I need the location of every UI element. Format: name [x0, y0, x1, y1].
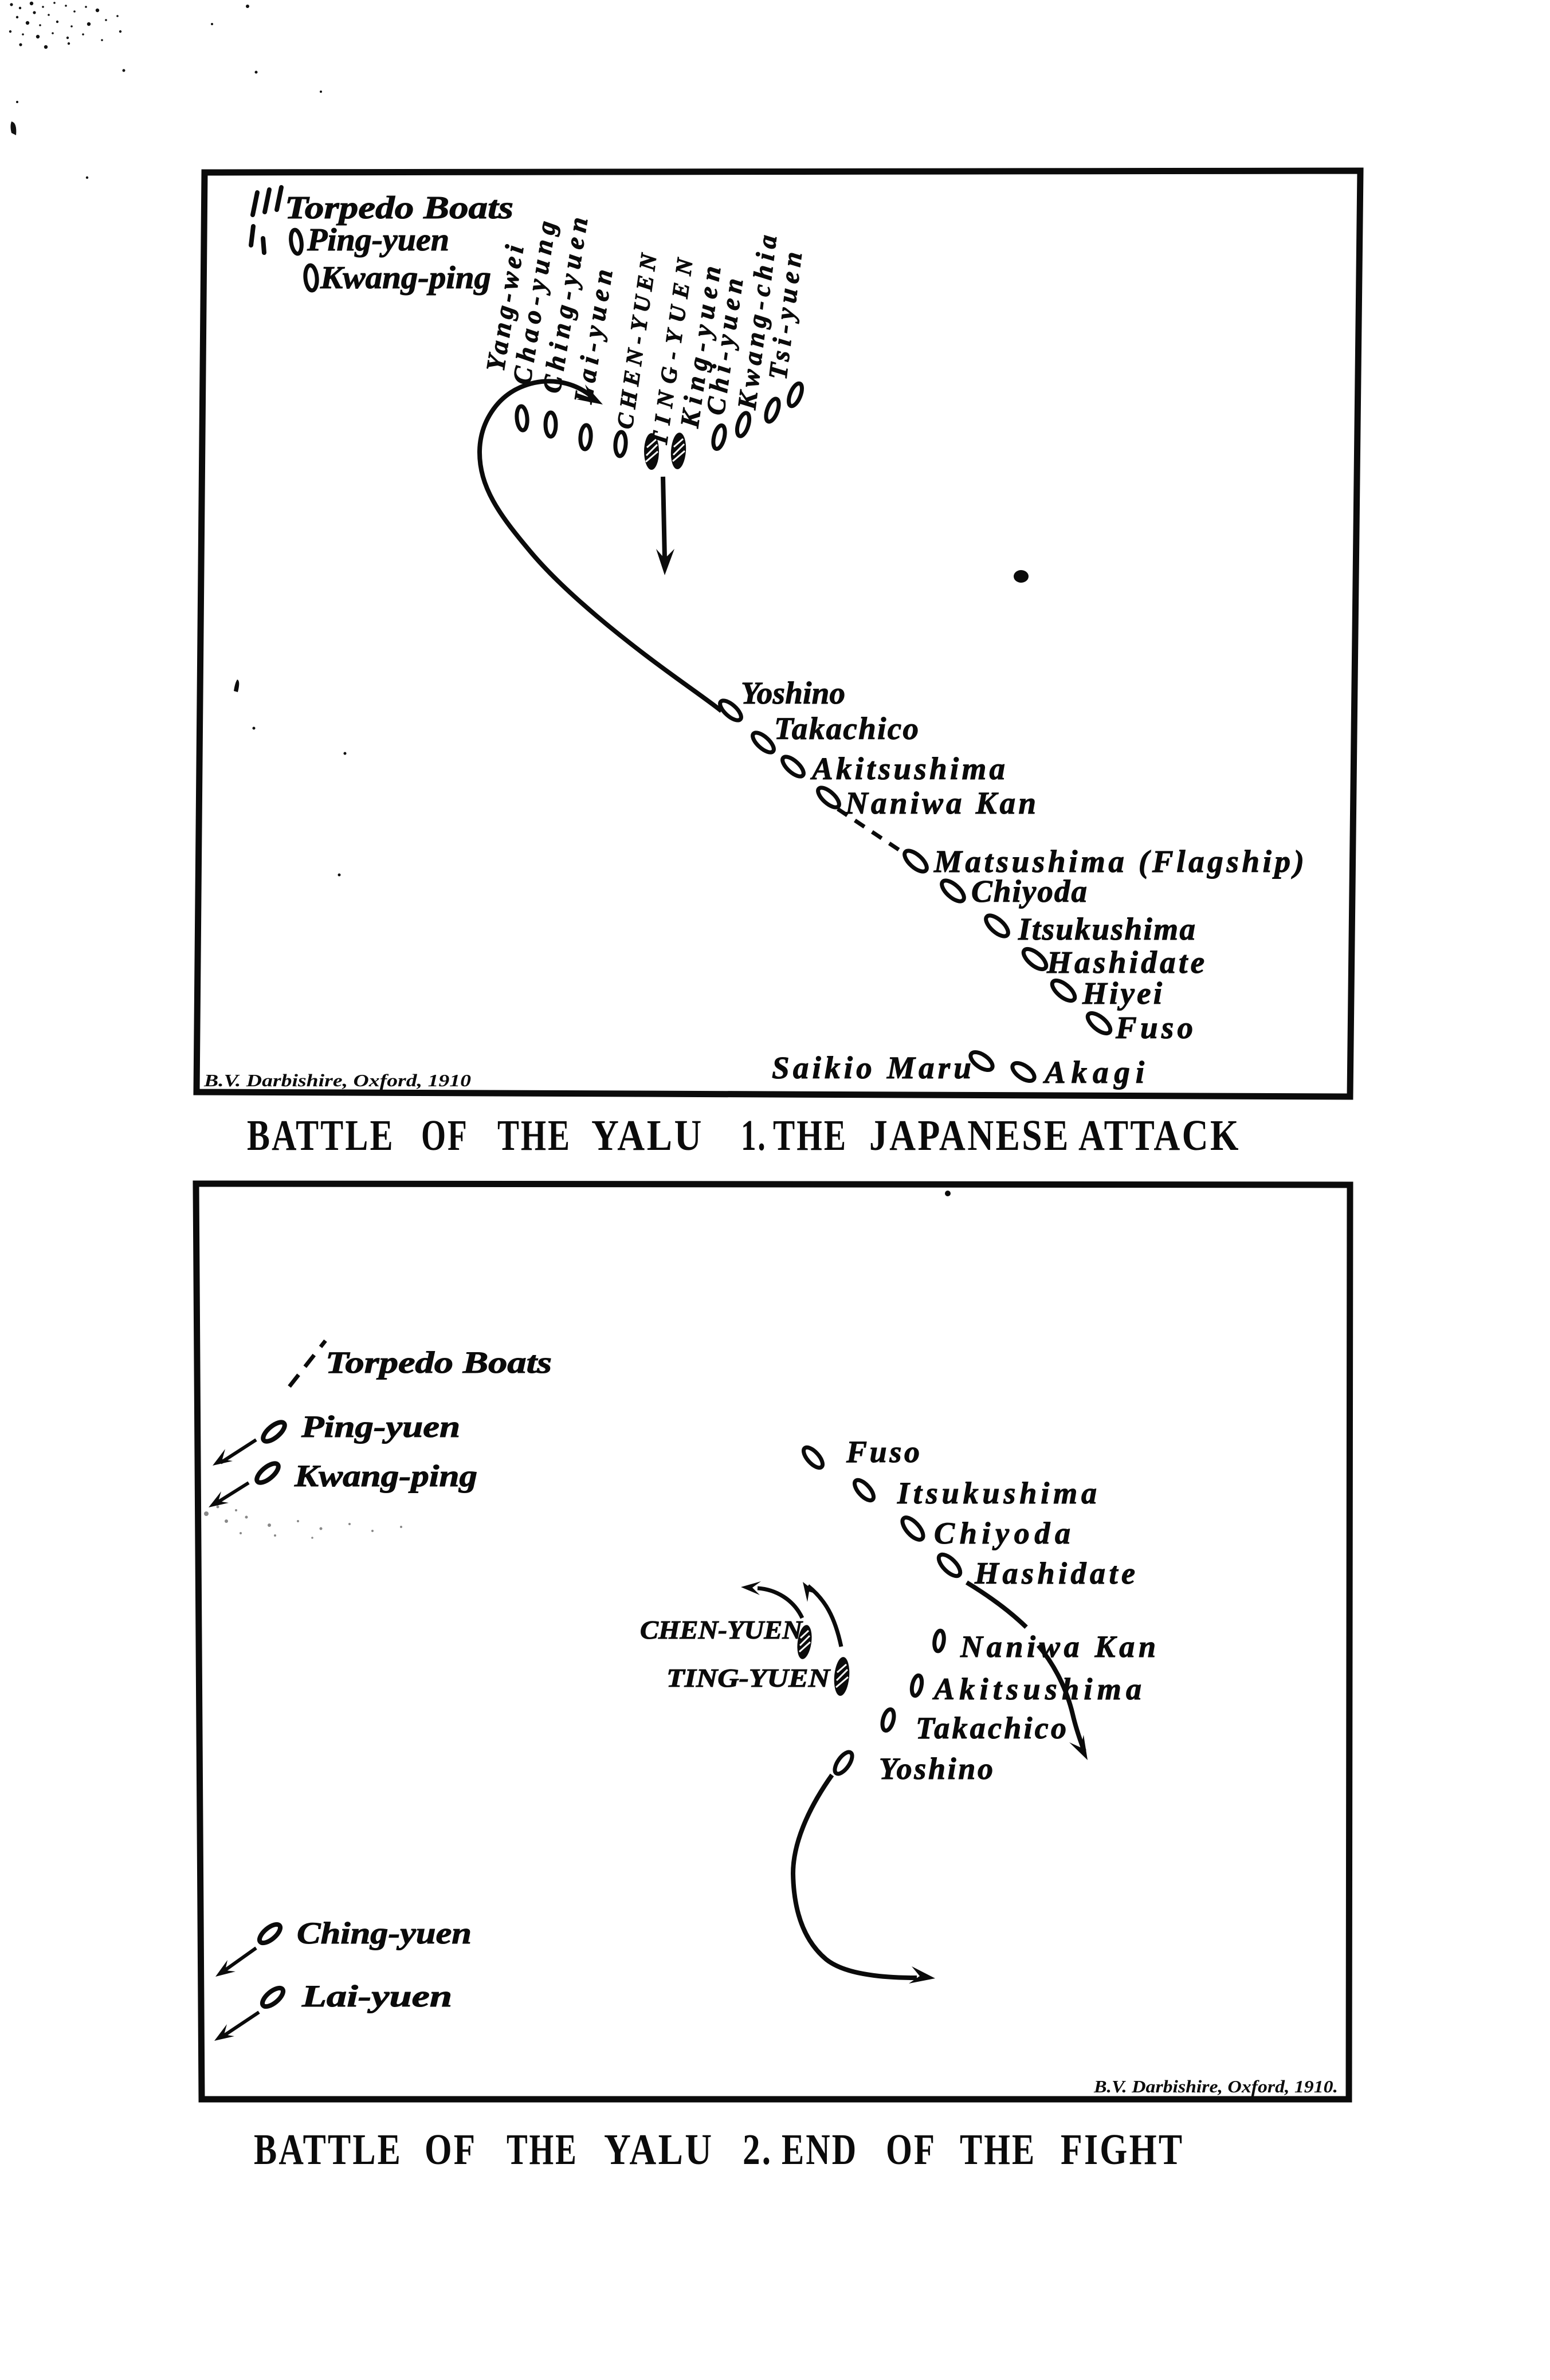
svg-text:Hiyei: Hiyei [1082, 976, 1163, 1011]
svg-text:Kwang-ping: Kwang-ping [294, 1459, 477, 1493]
svg-text:BATTLE: BATTLE [247, 1111, 395, 1159]
svg-text:Akitsushima: Akitsushima [932, 1672, 1141, 1706]
svg-text:Fuso: Fuso [846, 1435, 920, 1469]
svg-text:FIGHT: FIGHT [1061, 2125, 1184, 2173]
svg-text:JAPANESE: JAPANESE [869, 1112, 1070, 1160]
svg-text:B.V. Darbishire, Oxford, 1910.: B.V. Darbishire, Oxford, 1910. [1093, 2076, 1338, 2096]
svg-text:Takachico: Takachico [916, 1711, 1066, 1745]
svg-text:ATTACK: ATTACK [1078, 1112, 1241, 1160]
svg-text:1.: 1. [741, 1112, 767, 1160]
svg-text:Kwang-ping: Kwang-ping [320, 260, 491, 296]
svg-text:Ping-yuen: Ping-yuen [301, 1409, 460, 1444]
svg-text:THE: THE [773, 1111, 847, 1160]
svg-text:Fuso: Fuso [1115, 1010, 1193, 1045]
svg-text:Itsukushima: Itsukushima [1018, 912, 1195, 946]
svg-text:YALU: YALU [591, 1112, 704, 1160]
svg-text:2.: 2. [743, 2126, 772, 2174]
svg-text:Naniwa Kan: Naniwa Kan [960, 1629, 1156, 1664]
svg-text:OF: OF [425, 2126, 477, 2174]
svg-text:Takachico: Takachico [774, 711, 919, 746]
svg-text:Lai-yuen: Lai-yuen [301, 1979, 452, 2013]
svg-text:THE: THE [497, 1111, 571, 1160]
svg-text:THE: THE [960, 2125, 1036, 2174]
svg-text:OF: OF [421, 1112, 469, 1160]
svg-text:BATTLE: BATTLE [254, 2125, 402, 2173]
svg-text:Chiyoda: Chiyoda [971, 874, 1087, 909]
svg-text:OF: OF [886, 2125, 936, 2174]
svg-text:Hashidate: Hashidate [1046, 945, 1204, 980]
svg-text:Ping-yuen: Ping-yuen [307, 222, 449, 258]
svg-text:END: END [782, 2125, 858, 2174]
svg-text:Akitsushima: Akitsushima [810, 751, 1005, 786]
svg-text:Akagi: Akagi [1043, 1055, 1145, 1090]
svg-text:B.V. Darbishire, Oxford, 1910: B.V. Darbishire, Oxford, 1910 [203, 1070, 471, 1090]
svg-text:THE: THE [507, 2126, 578, 2174]
svg-text:Itsukushima: Itsukushima [897, 1476, 1097, 1510]
svg-text:CHEN-YUEN: CHEN-YUEN [640, 1615, 803, 1644]
svg-text:Yoshino: Yoshino [879, 1751, 993, 1786]
svg-text:Torpedo Boats: Torpedo Boats [325, 1345, 552, 1380]
svg-text:YALU: YALU [604, 2126, 714, 2174]
svg-text:Hashidate: Hashidate [974, 1556, 1135, 1590]
svg-text:Torpedo Boats: Torpedo Boats [285, 190, 513, 226]
svg-text:Chiyoda: Chiyoda [934, 1516, 1070, 1550]
svg-text:Saikio Maru: Saikio Maru [772, 1050, 971, 1085]
svg-text:Ching-yuen: Ching-yuen [297, 1916, 472, 1950]
svg-text:TING-YUEN: TING-YUEN [666, 1663, 831, 1692]
svg-text:Naniwa Kan: Naniwa Kan [845, 786, 1036, 820]
svg-text:Yoshino: Yoshino [741, 675, 845, 710]
